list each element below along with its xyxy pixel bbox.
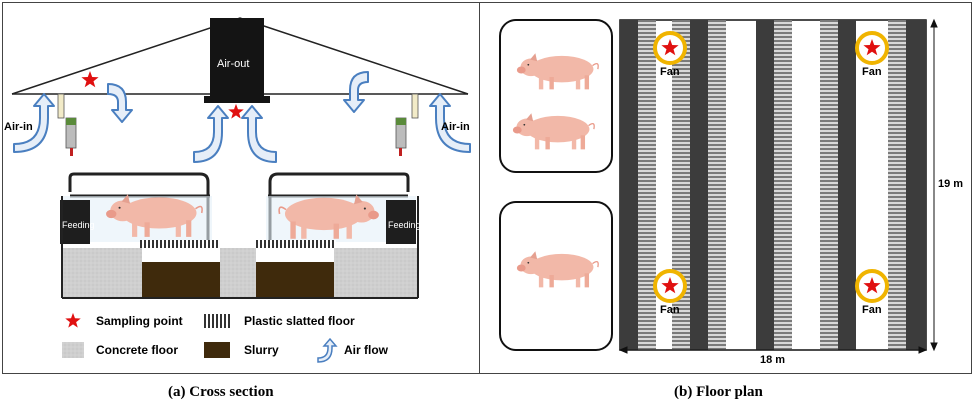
fan-label-1: Fan [660,66,680,78]
legend-slatted-label: Plastic slatted floor [244,314,355,328]
legend-airflow-label: Air flow [344,343,388,357]
fan-top-left [653,31,687,65]
legend-slurry-icon [204,342,230,358]
dimension-height [930,18,938,352]
fan-label-2: Fan [862,66,882,78]
air-in-right-label: Air-in [441,121,470,133]
legend-concrete-icon [62,342,84,358]
caption-cross-section: (a) Cross section [168,384,274,400]
fan-bottom-left [653,269,687,303]
air-out-label: Air-out [217,58,250,70]
panel-divider [479,2,480,374]
legend-airflow-icon [317,337,338,363]
floor-base [61,196,419,299]
dimension-width [618,346,928,354]
feeding-left-label: Feeding [62,220,95,230]
air-in-left-label: Air-in [4,121,33,133]
fan-label-3: Fan [660,304,680,316]
width-dimension-label: 18 m [760,354,786,366]
air-out-chimney [204,18,270,103]
fan-label-4: Fan [862,304,882,316]
air-flow-arrows [13,71,471,163]
fan-top-right [855,31,889,65]
pen-box-top [499,19,613,173]
legend-star-icon [65,312,81,328]
sampling-star-outlet [228,103,244,119]
caption-floor-plan: (b) Floor plan [674,384,763,400]
fan-bottom-right [855,269,889,303]
figure-frame [2,2,972,374]
feeding-right-label: Feeding [388,220,421,230]
height-dimension-label: 19 m [938,178,964,190]
air-inlet-devices [57,93,419,156]
legend-slurry-label: Slurry [244,343,279,357]
legend-concrete-label: Concrete floor [96,343,179,357]
legend-slatted-icon [204,314,230,328]
legend-sampling-label: Sampling point [96,314,183,328]
sampling-star-roof [81,71,99,88]
